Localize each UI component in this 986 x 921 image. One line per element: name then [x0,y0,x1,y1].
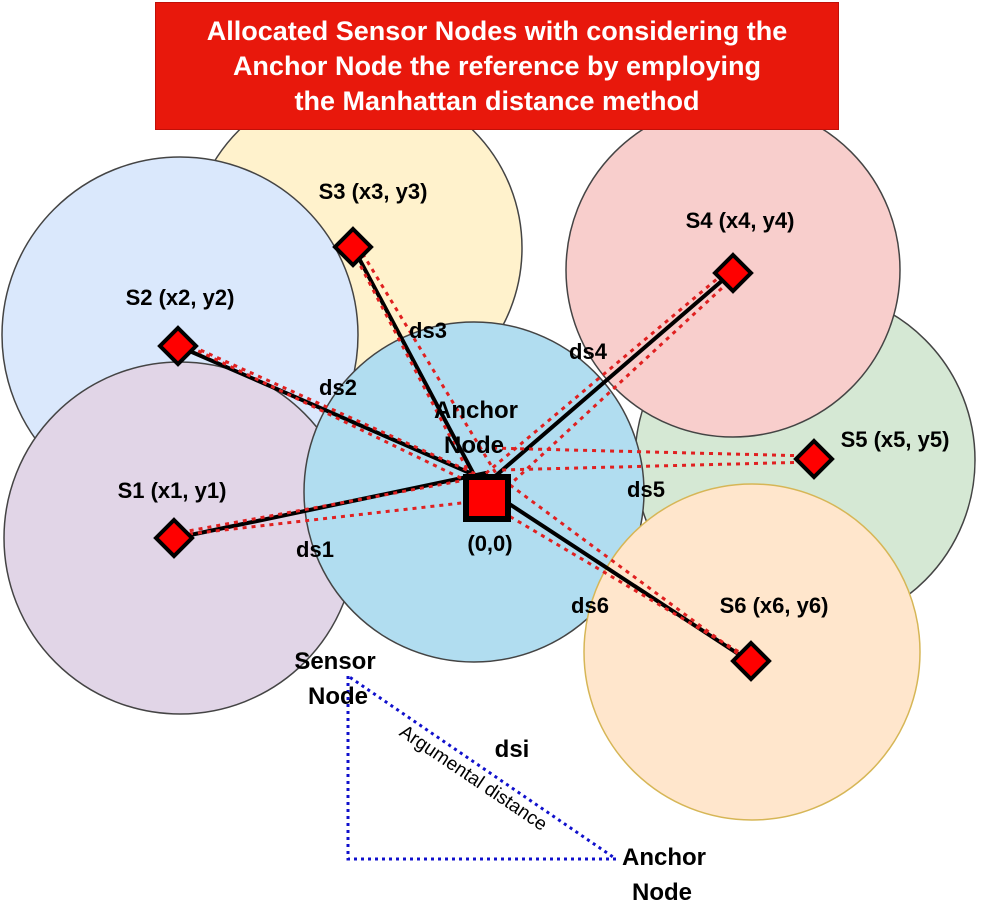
dotted-link-s1a [171,475,483,536]
dotted-link-s3b [356,245,502,481]
legend-distance-label: dsi [495,736,530,763]
legend-triangle [346,673,621,861]
sensor-nodes [153,226,835,682]
dotted-link-s6a [481,498,747,658]
sensor-node-s4 [712,252,754,294]
sensor-label-s6: S6 (x6, y6) [720,593,829,618]
dotted-link-s1b [179,498,489,537]
legend-sensor-label-line1: Sensor [294,648,375,675]
anchor-node [463,474,511,522]
legend-anchor-label-line2: Node [632,879,692,906]
dotted-link-s6b [505,480,753,666]
sensor-label-s2: S2 (x2, y2) [126,285,235,310]
sensor-label-s5: S5 (x5, y5) [841,427,950,452]
legend-sensor-label-line2: Node [308,683,368,710]
title-banner: Allocated Sensor Nodes with considering … [155,2,839,130]
distance-label-ds5: ds5 [627,477,665,502]
dotted-link-s2a [175,337,481,478]
distance-label-ds2: ds2 [319,375,357,400]
sensor-node-s6 [730,640,772,682]
sensor-label-s1: S1 (x1, y1) [118,478,227,503]
title-line-1: Allocated Sensor Nodes with considering … [206,15,788,46]
dotted-links [171,241,813,666]
title-line-3: the Manhattan distance method [294,85,700,116]
solid-link-s1 [174,471,488,540]
legend-anchor-label-line1: Anchor [622,844,706,871]
anchor-label-line1: Anchor [434,397,518,424]
solid-link-s3 [351,245,482,488]
sensor-label-s3: S3 (x3, y3) [319,179,428,204]
dotted-link-s3a [346,241,480,491]
solid-link-s2 [176,344,488,482]
anchor-coord-label: (0,0) [467,531,512,556]
dotted-link-s5b [499,460,813,472]
dotted-link-s4b [500,274,737,494]
sensor-node-s5 [793,438,835,480]
sensor-label-s4: S4 (x4, y4) [686,208,795,233]
anchor-label-line2: Node [444,432,504,459]
title-line-2: Anchor Node the reference by employing [232,50,762,81]
distance-label-ds1: ds1 [296,537,334,562]
distance-label-ds3: ds3 [409,318,447,343]
dotted-link-s4a [477,266,731,482]
sensor-node-s3 [332,226,374,268]
solid-link-s4 [483,271,733,487]
sensor-node-s2 [157,325,199,367]
sensor-node-s1 [153,517,195,559]
distance-label-ds6: ds6 [571,593,609,618]
distance-label-ds4: ds4 [569,339,608,364]
